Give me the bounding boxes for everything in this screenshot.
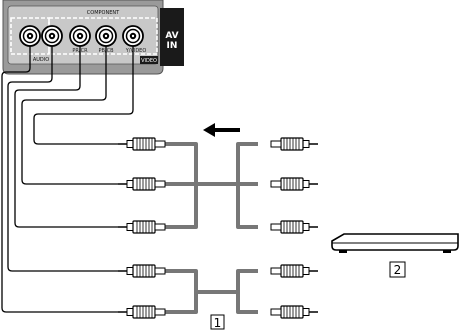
right-plug-5	[271, 306, 318, 318]
connection-cable	[165, 142, 258, 314]
signal-wires	[1, 46, 134, 313]
left-plug-pb	[117, 177, 166, 191]
right-plug-4	[271, 265, 318, 277]
av-in-label-line1: AV	[165, 31, 178, 41]
left-plug-pr	[117, 220, 166, 234]
y-video-jack-label: Y/VIDEO	[125, 48, 147, 54]
pr-jack[interactable]	[69, 25, 91, 47]
left-plug-audio-r	[117, 264, 166, 278]
svg-text:1: 1	[214, 316, 222, 330]
cable-callout: 1	[210, 314, 225, 330]
y-video-jack[interactable]	[122, 25, 144, 47]
left-plugs	[117, 137, 166, 319]
video-label: VIDEO	[141, 58, 157, 64]
svg-text:2: 2	[394, 263, 402, 277]
right-plugs	[271, 138, 318, 318]
direction-arrow-icon	[203, 123, 240, 137]
audio-right-jack[interactable]	[41, 25, 63, 47]
pb-jack[interactable]	[95, 25, 117, 47]
left-plug-audio-l	[117, 305, 166, 319]
av-in-block	[160, 8, 184, 66]
right-plug-2	[271, 178, 318, 190]
component-label: COMPONENT	[87, 10, 120, 16]
player-callout: 2	[389, 261, 406, 278]
left-plug-y	[117, 137, 166, 151]
audio-left-jack[interactable]	[19, 25, 41, 47]
right-plug-1	[271, 138, 318, 150]
audio-label: AUDIO	[33, 57, 49, 63]
av-in-label-line2: IN	[167, 41, 178, 51]
player-device-icon	[331, 233, 459, 253]
right-plug-3	[271, 221, 318, 233]
